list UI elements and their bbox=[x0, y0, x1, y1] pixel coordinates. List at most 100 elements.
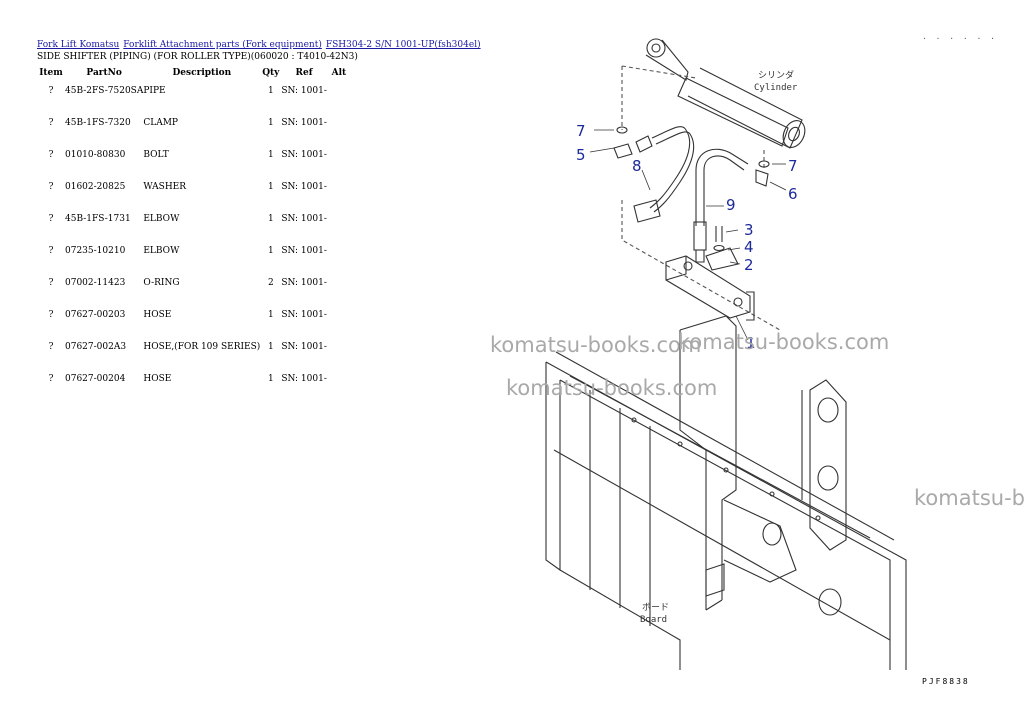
cell-description: HOSE bbox=[143, 374, 172, 384]
column-header-ref: Ref bbox=[295, 68, 313, 78]
column-header-description: Description bbox=[172, 68, 232, 78]
callout-leaders bbox=[589, 129, 787, 341]
cell-alt bbox=[327, 240, 351, 272]
cell-ref: SN: 1001- bbox=[281, 342, 327, 352]
drawing-code: PJF8838 bbox=[922, 677, 970, 686]
breadcrumb-link-attachment-parts[interactable]: Forklift Attachment parts (Fork equipmen… bbox=[123, 40, 322, 50]
clamp-bolt bbox=[705, 226, 739, 271]
callout-6: 6 bbox=[788, 185, 798, 203]
cell-alt bbox=[327, 272, 351, 304]
cell-qty: 2 bbox=[267, 278, 274, 288]
cell-ref: SN: 1001- bbox=[281, 214, 327, 224]
watermark: komatsu-b bbox=[914, 486, 1024, 510]
cell-qty: 1 bbox=[267, 310, 274, 320]
cell-description: O-RING bbox=[143, 278, 180, 288]
callout-1: 1 bbox=[746, 334, 756, 352]
table-row: ? 07627-002A3 HOSE,(FOR 109 SERIES) 1 SN… bbox=[37, 336, 351, 368]
fittings-left bbox=[613, 126, 653, 159]
cell-description: HOSE,(FOR 109 SERIES) bbox=[143, 342, 261, 352]
callout-5: 5 bbox=[576, 146, 586, 164]
breadcrumb-link-fork-lift-komatsu[interactable]: Fork Lift Komatsu bbox=[37, 40, 120, 50]
parts-table: Item PartNo Description Qty Ref Alt ? 45… bbox=[37, 66, 351, 392]
cell-description: BOLT bbox=[143, 150, 169, 160]
callout-7: 7 bbox=[576, 122, 586, 140]
cell-description: PIPE bbox=[143, 86, 166, 96]
board-label-jp: ボード bbox=[642, 602, 669, 613]
cell-partno: 01010-80830 bbox=[65, 150, 126, 160]
cell-qty: 1 bbox=[267, 342, 274, 352]
callout-numbers: 7 5 8 9 3 4 2 1 7 6 bbox=[576, 122, 798, 352]
cell-ref: SN: 1001- bbox=[281, 374, 327, 384]
cell-ref: SN: 1001- bbox=[281, 182, 327, 192]
page-title: SIDE SHIFTER (PIPING) (FOR ROLLER TYPE)(… bbox=[37, 52, 358, 62]
cell-alt bbox=[327, 368, 351, 392]
table-row: ? 07235-10210 ELBOW 1 SN: 1001- bbox=[37, 240, 351, 272]
callout-3: 3 bbox=[744, 221, 754, 239]
cell-qty: 1 bbox=[267, 246, 274, 256]
cell-item: ? bbox=[48, 342, 54, 352]
cell-partno: 01602-20825 bbox=[65, 182, 126, 192]
leader-lines bbox=[621, 65, 781, 331]
cell-description: ELBOW bbox=[143, 214, 180, 224]
cell-alt bbox=[327, 176, 351, 208]
cell-item: ? bbox=[48, 246, 54, 256]
cell-qty: 1 bbox=[267, 150, 274, 160]
cell-qty: 1 bbox=[267, 214, 274, 224]
hose-9 bbox=[693, 148, 749, 263]
cell-alt bbox=[327, 144, 351, 176]
cell-ref: SN: 1001- bbox=[281, 118, 327, 128]
cylinder-label-jp: シリンダ bbox=[758, 69, 794, 81]
cell-item: ? bbox=[48, 150, 54, 160]
cell-partno: 45B-1FS-1731 bbox=[65, 214, 131, 224]
column-header-alt: Alt bbox=[331, 68, 347, 78]
breadcrumb-link-model[interactable]: FSH304-2 S/N 1001-UP(fsh304el) bbox=[325, 40, 481, 50]
callout-4: 4 bbox=[744, 238, 754, 256]
callout-2: 2 bbox=[744, 256, 754, 274]
callout-7b: 7 bbox=[788, 157, 798, 175]
cell-ref: SN: 1001- bbox=[281, 150, 327, 160]
watermark: komatsu-books.com bbox=[678, 330, 890, 354]
cell-alt bbox=[327, 208, 351, 240]
table-row: ? 45B-1FS-7320 CLAMP 1 SN: 1001- bbox=[37, 112, 351, 144]
table-row: ? 01010-80830 BOLT 1 SN: 1001- bbox=[37, 144, 351, 176]
cell-alt bbox=[327, 336, 351, 368]
cell-item: ? bbox=[48, 182, 54, 192]
column-header-item: Item bbox=[39, 68, 63, 78]
cell-description: WASHER bbox=[143, 182, 187, 192]
cell-partno: 07235-10210 bbox=[65, 246, 126, 256]
cell-qty: 1 bbox=[267, 118, 274, 128]
cell-ref: SN: 1001- bbox=[281, 86, 327, 96]
watermark: komatsu-books.com bbox=[506, 376, 718, 400]
cell-alt bbox=[327, 112, 351, 144]
cell-alt bbox=[327, 304, 351, 336]
table-row: ? 07002-11423 O-RING 2 SN: 1001- bbox=[37, 272, 351, 304]
corner-mark: . . . . . . bbox=[922, 32, 997, 41]
fittings-right bbox=[755, 160, 770, 187]
cell-partno: 07002-11423 bbox=[65, 278, 126, 288]
cell-partno: 45B-2FS-7520SA bbox=[65, 86, 144, 96]
table-header-row: Item PartNo Description Qty Ref Alt bbox=[37, 66, 351, 80]
cell-qty: 1 bbox=[267, 86, 274, 96]
cell-partno: 07627-002A3 bbox=[65, 342, 127, 352]
column-header-qty: Qty bbox=[262, 68, 280, 78]
watermark: komatsu-books.com bbox=[490, 333, 702, 357]
cylinder-drawing bbox=[645, 38, 806, 149]
cell-description: ELBOW bbox=[143, 246, 180, 256]
cell-alt bbox=[327, 80, 351, 112]
callout-8: 8 bbox=[632, 157, 642, 175]
cell-ref: SN: 1001- bbox=[281, 310, 327, 320]
cell-ref: SN: 1001- bbox=[281, 278, 327, 288]
cell-item: ? bbox=[48, 118, 54, 128]
table-row: ? 07627-00203 HOSE 1 SN: 1001- bbox=[37, 304, 351, 336]
table-row: ? 01602-20825 WASHER 1 SN: 1001- bbox=[37, 176, 351, 208]
cell-description: HOSE bbox=[143, 310, 172, 320]
cell-description: CLAMP bbox=[143, 118, 178, 128]
cell-item: ? bbox=[48, 278, 54, 288]
parts-diagram: 7 5 8 9 3 4 2 1 7 6 シリンダ Cylinder ボード Bo… bbox=[545, 38, 907, 670]
cell-partno: 07627-00203 bbox=[65, 310, 126, 320]
cell-qty: 1 bbox=[267, 182, 274, 192]
board-label-en: Board bbox=[640, 615, 667, 625]
cell-item: ? bbox=[48, 310, 54, 320]
cell-item: ? bbox=[48, 86, 54, 96]
